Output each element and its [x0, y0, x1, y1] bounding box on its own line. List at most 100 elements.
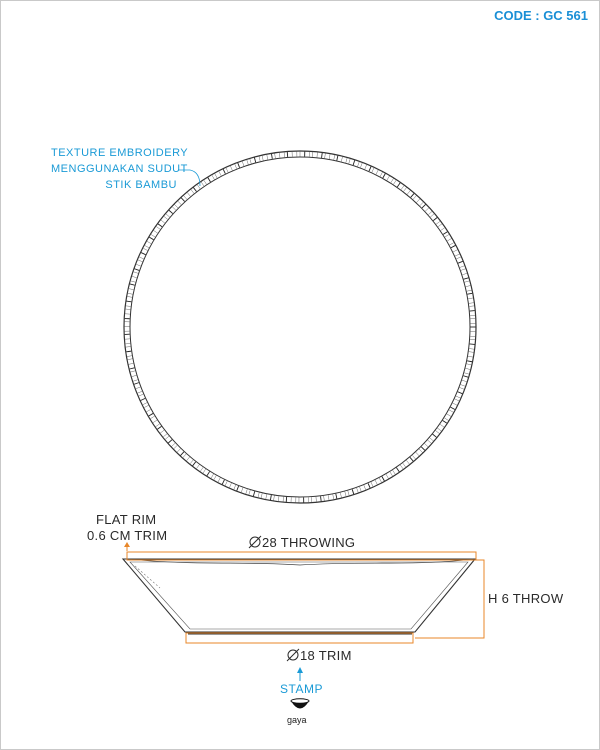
texture-tick [437, 223, 443, 227]
texture-tick [336, 155, 339, 161]
texture-tick [214, 173, 218, 179]
texture-tick [258, 156, 261, 162]
gaya-logo-bowl-icon [290, 698, 310, 709]
texture-tick [163, 216, 168, 220]
texture-tick [457, 391, 463, 395]
product-code: CODE : GC 561 [494, 8, 588, 23]
texture-tick [157, 426, 162, 430]
flat-rim-label: FLAT RIM [96, 512, 157, 527]
texture-tick [418, 448, 423, 453]
texture-tick [381, 476, 385, 482]
texture-tick [210, 473, 214, 479]
texture-tick [340, 492, 342, 498]
texture-tick [324, 153, 326, 159]
texture-tick [460, 384, 466, 387]
texture-tick [396, 467, 400, 472]
texture-tick [168, 209, 174, 214]
texture-note-line-1: TEXTURE EMBROIDERY [51, 147, 189, 159]
texture-tick [217, 477, 221, 483]
texture-tick [182, 453, 187, 458]
texture-tick [192, 461, 197, 467]
texture-tick [150, 415, 155, 419]
texture-tick [385, 474, 389, 479]
texture-tick [320, 496, 322, 502]
texture-tick [412, 455, 416, 460]
texture-tick [442, 231, 448, 235]
texture-tick [125, 346, 131, 348]
texture-tick [446, 413, 452, 417]
texture-tick [452, 249, 458, 253]
texture-tick [459, 387, 465, 390]
texture-tick [332, 494, 334, 500]
trim-diameter-dimension [185, 632, 414, 644]
trim-diameter-label: 18 TRIM [300, 648, 352, 663]
texture-tick [466, 363, 472, 366]
texture-tick [126, 355, 132, 357]
texture-tick [341, 156, 343, 162]
texture-tick [435, 430, 440, 434]
texture-tick [274, 153, 276, 159]
texture-tick [464, 280, 470, 283]
texture-tick [148, 413, 154, 417]
texture-tick [468, 297, 474, 300]
texture-tick [367, 483, 371, 489]
texture-tick [146, 241, 152, 244]
texture-tick [454, 398, 460, 402]
texture-tick [449, 242, 455, 246]
texture-note-line-3: STIK BAMBU [105, 179, 177, 191]
texture-tick [323, 495, 325, 501]
plate-top-view [123, 150, 477, 504]
texture-tick [371, 167, 375, 173]
texture-tick [419, 201, 424, 206]
texture-tick [416, 198, 421, 203]
texture-tick [389, 471, 393, 477]
texture-tick [133, 379, 138, 382]
texture-tick [345, 157, 348, 163]
texture-tick [160, 429, 165, 434]
texture-tick [165, 435, 170, 440]
embroidery-texture-ring [124, 151, 476, 503]
texture-tick [347, 490, 350, 496]
texture-tick [248, 490, 251, 495]
texture-tick [435, 221, 441, 225]
texture-tick [128, 363, 134, 365]
texture-tick [155, 423, 160, 427]
texture-tick [396, 182, 401, 188]
texture-tick [130, 370, 136, 373]
texture-tick [190, 189, 195, 194]
texture-tick [211, 175, 215, 180]
texture-tick [127, 296, 133, 298]
texture-tick [400, 464, 404, 470]
texture-tick [406, 190, 411, 195]
texture-tick [465, 368, 471, 370]
texture-tick [460, 268, 466, 271]
texture-tick [127, 293, 133, 295]
texture-tick [202, 468, 206, 474]
texture-tick [127, 358, 133, 360]
texture-tick [273, 495, 275, 501]
texture-tick [131, 276, 137, 278]
texture-tick [368, 166, 372, 172]
texture-tick [357, 161, 360, 167]
texture-tick [429, 437, 434, 442]
texture-tick [428, 211, 433, 215]
texture-tick [261, 155, 264, 161]
texture-tick [467, 360, 473, 363]
texture-tick [197, 184, 201, 189]
texture-tick [469, 343, 475, 345]
texture-tick [153, 230, 158, 234]
texture-tick [351, 489, 355, 495]
texture-tick [129, 367, 135, 370]
texture-tick [233, 484, 236, 490]
texture-tick [382, 173, 386, 179]
texture-tick [229, 483, 232, 488]
texture-tick [142, 402, 148, 406]
texture-tick [452, 402, 458, 406]
texture-tick [176, 448, 181, 453]
throwing-diameter-dimension [126, 551, 477, 561]
bowl-side-profile [121, 558, 477, 635]
texture-tick [230, 165, 233, 171]
texture-tick [167, 439, 173, 444]
texture-tick [137, 259, 143, 262]
texture-tick [430, 213, 435, 218]
